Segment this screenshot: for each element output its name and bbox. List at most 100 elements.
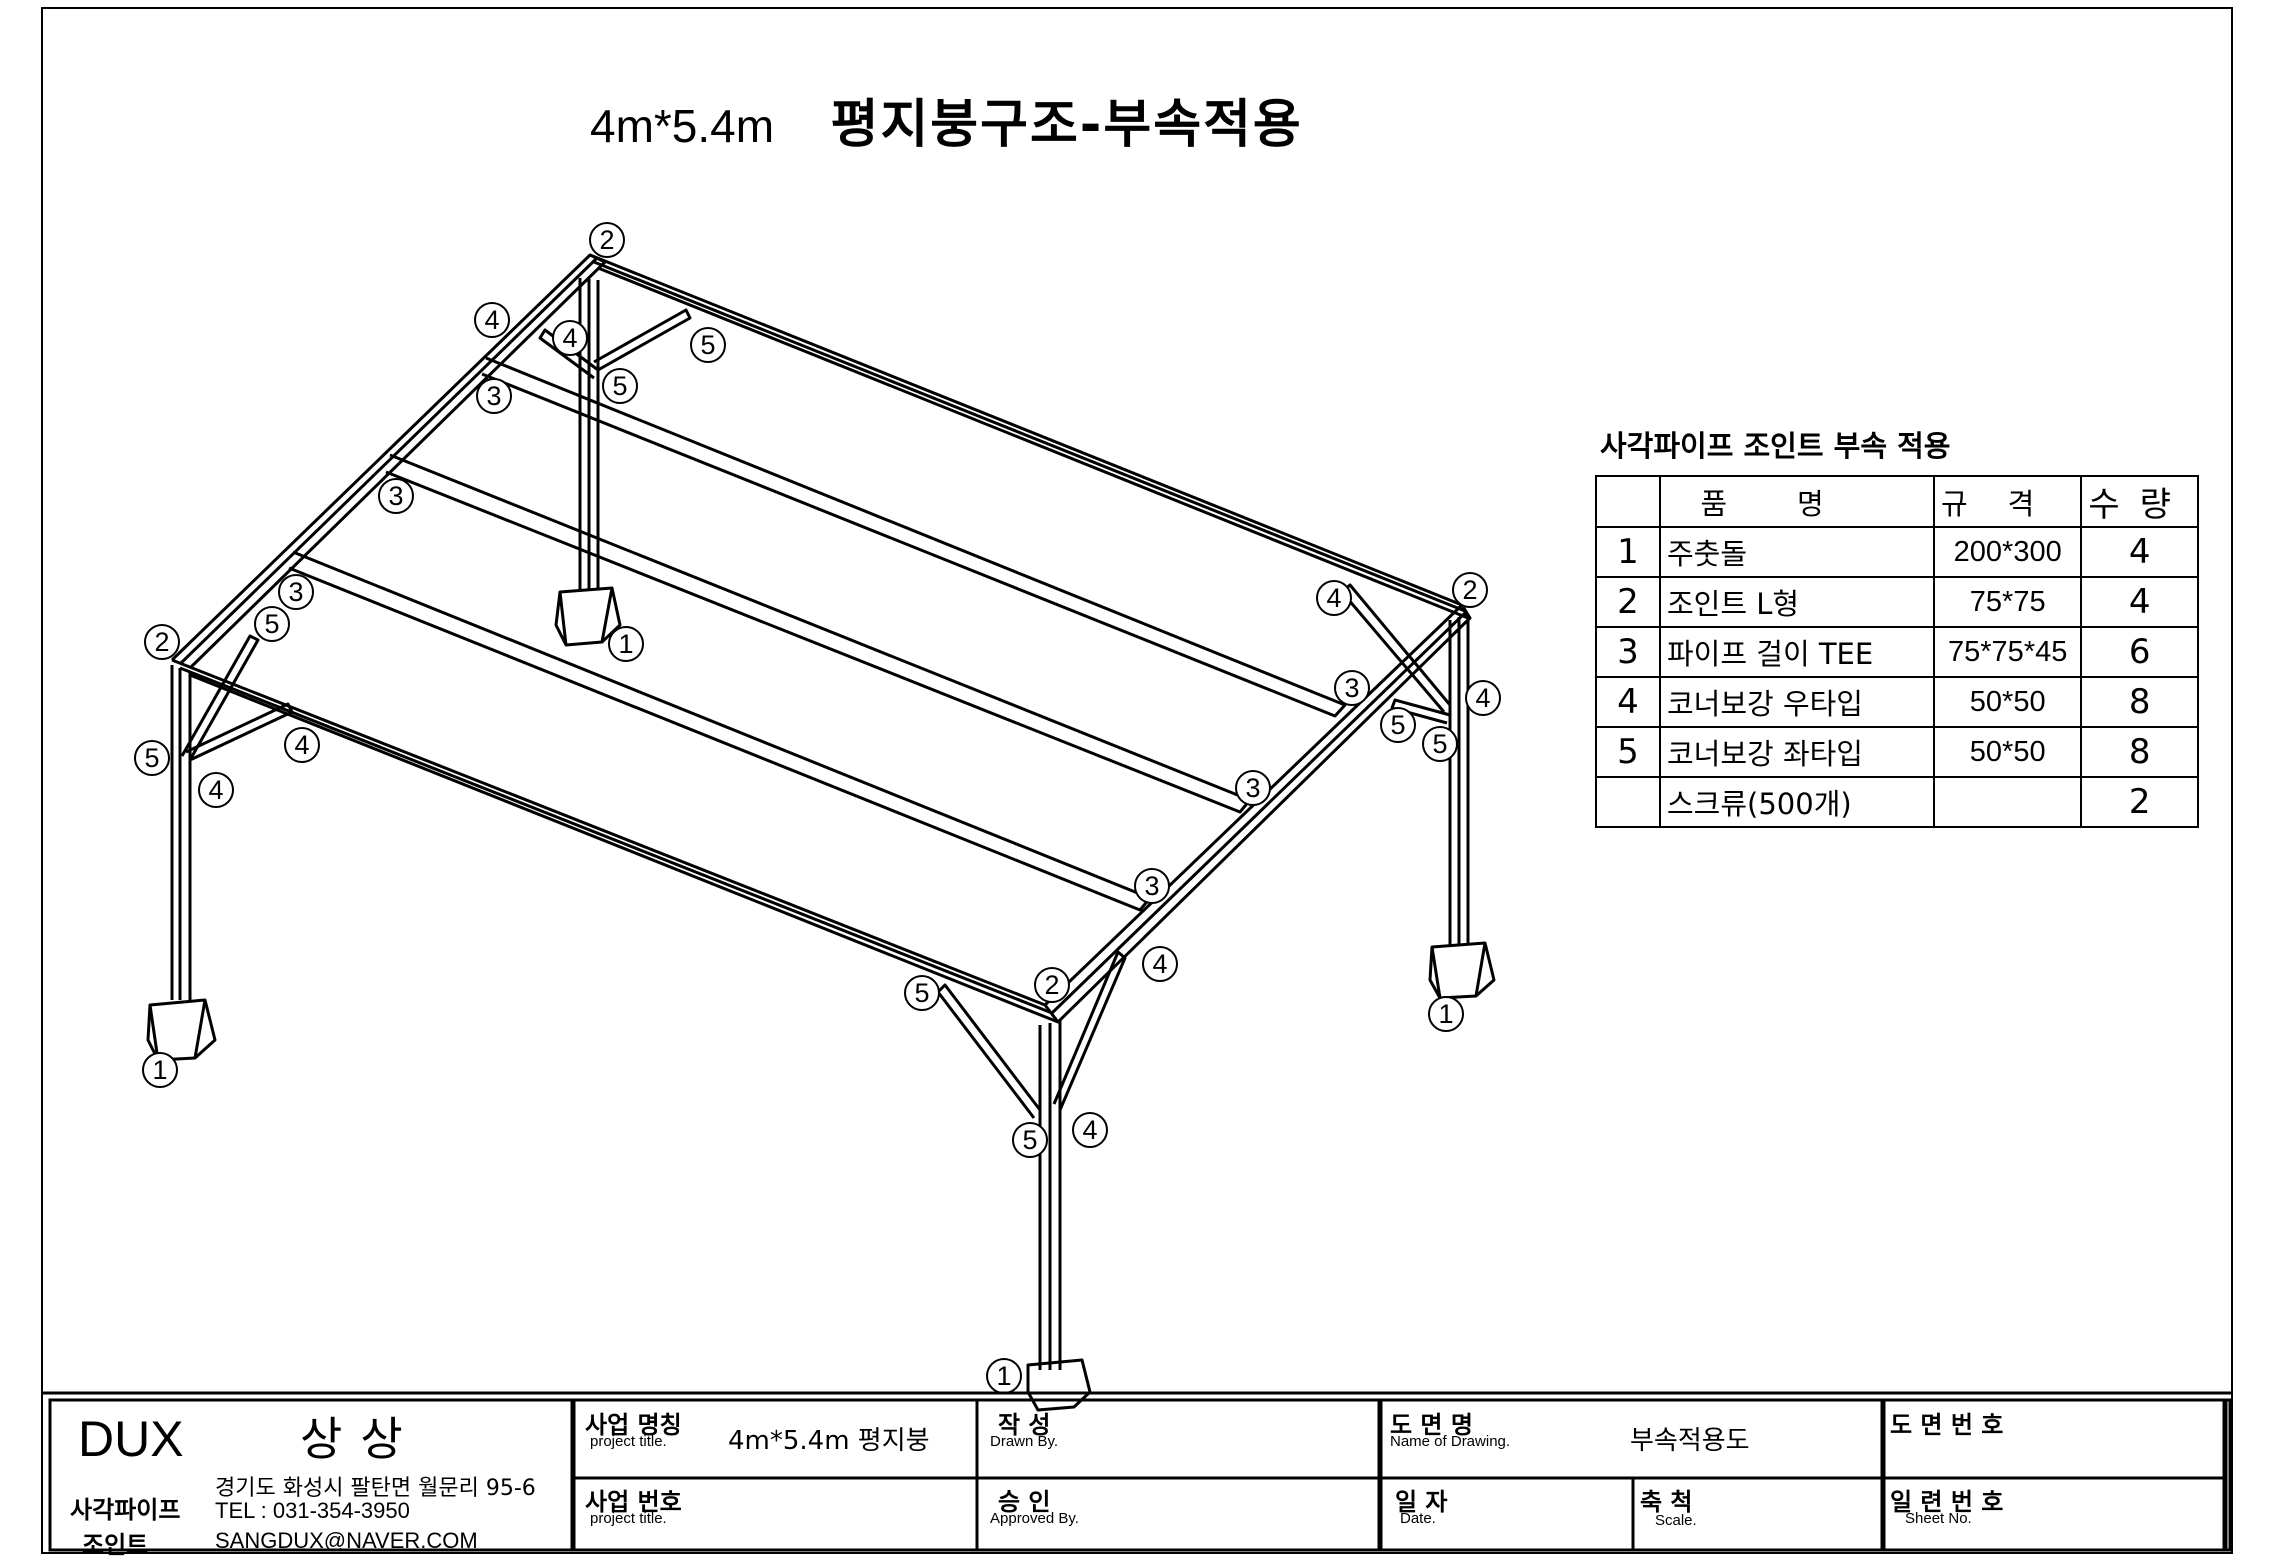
row-no: 2 — [1595, 576, 1661, 628]
row-spec: 75*75 — [1932, 576, 2083, 628]
approved-by-en: Approved By. — [990, 1510, 1079, 1527]
row-spec: 50*50 — [1932, 726, 2083, 778]
callout-5: 5 — [1422, 726, 1458, 762]
callout-circle — [1422, 726, 1458, 762]
callout-number: 4 — [1475, 683, 1490, 713]
project-name-value: 4m*5.4m 평지붕 — [728, 1426, 930, 1456]
callout-5: 5 — [1380, 707, 1416, 743]
parts-table-header: 품명 규격 수량 — [1595, 475, 2199, 528]
callout-number: 4 — [562, 323, 577, 353]
callout-number: 2 — [1044, 970, 1059, 1000]
callout-number: 5 — [1390, 710, 1405, 740]
callout-circle — [589, 222, 625, 258]
callout-3: 3 — [278, 574, 314, 610]
callout-circle — [1012, 1122, 1048, 1158]
callout-circle — [198, 772, 234, 808]
table-row: 5 코너보강 좌타입 50*50 8 — [1595, 726, 2199, 778]
drawing-no-label: 도 면 번 호 — [1890, 1411, 2004, 1439]
callout-number: 5 — [700, 330, 715, 360]
callout-number: 5 — [612, 371, 627, 401]
callout-circle — [1316, 580, 1352, 616]
sheet-no-label: 일 련 번 호 — [1890, 1488, 2004, 1516]
row-name: 코너보강 우타입 — [1659, 676, 1935, 728]
callout-5: 5 — [1012, 1122, 1048, 1158]
row-qty: 8 — [2080, 676, 2199, 728]
sheet-no-en: Sheet No. — [1905, 1510, 1972, 1527]
callout-2: 2 — [589, 222, 625, 258]
callout-5: 5 — [134, 740, 170, 776]
callout-number: 4 — [294, 730, 309, 760]
row-qty: 6 — [2080, 626, 2199, 678]
row-name: 주춧돌 — [1659, 526, 1935, 578]
purlin-2 — [385, 453, 1252, 814]
callout-circle — [1134, 868, 1170, 904]
table-row: 2 조인트 L형 75*75 4 — [1595, 576, 2199, 628]
parts-table: 품명 규격 수량 1 주춧돌 200*300 4 2 조인트 L형 75*75 … — [1595, 475, 2199, 828]
footing-back-right — [1428, 941, 1496, 1000]
callout-number: 5 — [144, 743, 159, 773]
callout-circle — [1465, 680, 1501, 716]
callout-2: 2 — [1034, 967, 1070, 1003]
drawing-name-label: 도 면 명 — [1390, 1411, 1473, 1439]
callout-number: 3 — [1144, 871, 1159, 901]
callout-4: 4 — [1072, 1112, 1108, 1148]
callout-2: 2 — [144, 624, 180, 660]
brace-front-right-a — [936, 983, 1042, 1119]
beam-back — [589, 253, 1470, 620]
callout-number: 3 — [1344, 673, 1359, 703]
drawing-title-main: 평지붕구조-부속적용 — [830, 95, 1303, 155]
company-name: 상상 — [300, 1412, 421, 1466]
drawing-name-value: 부속적용도 — [1630, 1426, 1750, 1456]
callout-3: 3 — [1235, 770, 1271, 806]
callout-4: 4 — [552, 320, 588, 356]
callout-circle — [602, 368, 638, 404]
project-name-label: 사업 명칭 — [585, 1411, 682, 1439]
callout-1: 1 — [1428, 996, 1464, 1032]
beam-left-side — [170, 253, 607, 670]
callout-number: 2 — [154, 627, 169, 657]
callout-circle — [284, 727, 320, 763]
callout-circle — [134, 740, 170, 776]
callout-circle — [1334, 670, 1370, 706]
company-email: SANGDUX@NAVER.COM — [215, 1528, 478, 1553]
callout-number: 3 — [1245, 773, 1260, 803]
beam-front — [171, 658, 1060, 1024]
callout-number: 3 — [288, 577, 303, 607]
title-block-grid — [42, 1391, 2232, 1552]
row-name: 코너보강 좌타입 — [1659, 726, 1935, 778]
callout-circle — [474, 302, 510, 338]
callout-1: 1 — [608, 626, 644, 662]
callout-3: 3 — [476, 378, 512, 414]
callout-circle — [378, 478, 414, 514]
callout-3: 3 — [378, 478, 414, 514]
row-spec: 50*50 — [1932, 676, 2083, 728]
table-row: 3 파이프 걸이 TEE 75*75*45 6 — [1595, 626, 2199, 678]
table-row: 스크류(500개) 2 — [1595, 776, 2199, 828]
callout-number: 5 — [914, 978, 929, 1008]
callout-number: 5 — [1432, 729, 1447, 759]
company-logo: DUX — [78, 1411, 184, 1467]
callout-circle — [1142, 946, 1178, 982]
callout-circle — [1235, 770, 1271, 806]
header-name: 품명 — [1659, 475, 1935, 528]
callout-circle — [904, 975, 940, 1011]
row-spec — [1932, 776, 2083, 828]
callout-3: 3 — [1134, 868, 1170, 904]
callout-number: 3 — [486, 381, 501, 411]
purlin-3 — [288, 550, 1152, 912]
callout-number: 1 — [1438, 999, 1453, 1029]
company-subtitle-line1: 사각파이프 — [70, 1496, 181, 1524]
purlin-1 — [481, 356, 1347, 718]
callout-circle — [1380, 707, 1416, 743]
callout-circle — [144, 624, 180, 660]
callout-number: 4 — [1082, 1115, 1097, 1145]
row-spec: 200*300 — [1932, 526, 2083, 578]
company-address: 경기도 화성시 팔탄면 월문리 95-6 — [215, 1476, 536, 1501]
callout-circle — [142, 1052, 178, 1088]
callout-circle — [1428, 996, 1464, 1032]
callout-4: 4 — [1316, 580, 1352, 616]
date-label: 일 자 — [1395, 1488, 1448, 1516]
footing-back-left — [554, 586, 622, 647]
drawn-by-en: Drawn By. — [990, 1433, 1059, 1450]
